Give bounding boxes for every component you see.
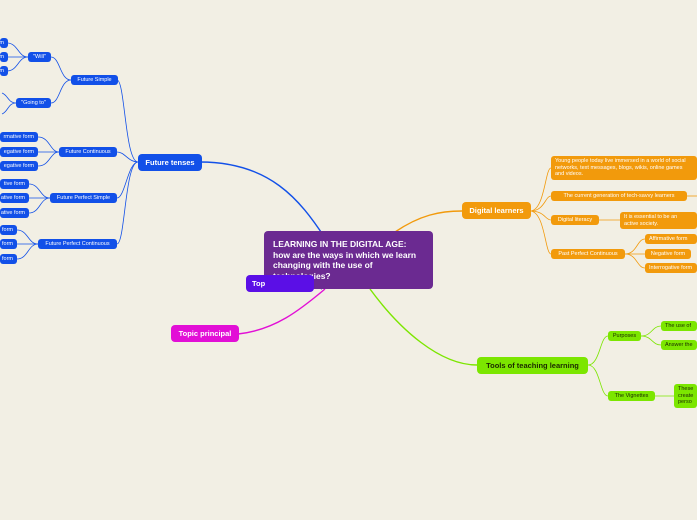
going-to-node[interactable]: "Going to" <box>16 98 51 108</box>
vignettes-node[interactable]: The Vignettes <box>608 391 655 401</box>
will-form-2[interactable]: m <box>0 52 8 62</box>
purpose-item-1[interactable]: The use of <box>661 321 697 331</box>
vignettes-note[interactable]: These create perso <box>674 384 697 408</box>
continuous-interrogative-form[interactable]: egative form <box>0 161 38 171</box>
continuous-negative-form[interactable]: egative form <box>0 147 38 157</box>
digital-learners-node[interactable]: Digital learners <box>462 202 531 219</box>
perfect-simple-form-2[interactable]: ative form <box>0 193 29 203</box>
young-people-note[interactable]: Young people today live immersed in a wo… <box>551 156 697 180</box>
future-tenses-node[interactable]: Future tenses <box>138 154 202 171</box>
literacy-note[interactable]: It is essential to be an active society. <box>620 212 697 229</box>
perfect-continuous-form-2[interactable]: form <box>0 239 17 249</box>
perfect-continuous-form-3[interactable]: form <box>0 254 17 264</box>
perfect-simple-form-1[interactable]: tive form <box>0 179 29 189</box>
perfect-simple-form-3[interactable]: ative form <box>0 208 29 218</box>
past-perfect-continuous-node[interactable]: Past Perfect Continuous <box>551 249 625 259</box>
purposes-node[interactable]: Purposes <box>608 331 641 341</box>
topic-principal-node[interactable]: Topic principal <box>171 325 239 342</box>
tech-savvy-generation-node[interactable]: The current generation of tech-savvy lea… <box>551 191 687 201</box>
will-form-1[interactable]: m <box>0 38 8 48</box>
topic-node-partial[interactable]: Top <box>246 275 314 292</box>
will-form-3[interactable]: m <box>0 66 8 76</box>
will-node[interactable]: "Will" <box>28 52 51 62</box>
tools-teaching-learning-node[interactable]: Tools of teaching learning <box>477 357 588 374</box>
future-continuous-node[interactable]: Future Continuous <box>59 147 117 157</box>
future-perfect-continuous-node[interactable]: Future Perfect Continuous <box>38 239 117 249</box>
digital-literacy-node[interactable]: Digital literacy <box>551 215 599 225</box>
perfect-continuous-form-1[interactable]: form <box>0 225 17 235</box>
purpose-item-2[interactable]: Answer the <box>661 340 697 350</box>
future-perfect-simple-node[interactable]: Future Perfect Simple <box>50 193 117 203</box>
future-simple-node[interactable]: Future Simple <box>71 75 118 85</box>
continuous-affirmative-form[interactable]: rmative form <box>0 132 38 142</box>
interrogative-form-node[interactable]: Interrogative form <box>645 263 697 273</box>
affirmative-form-node[interactable]: Affirmative form <box>645 234 697 244</box>
negative-form-node[interactable]: Negative form <box>645 249 691 259</box>
